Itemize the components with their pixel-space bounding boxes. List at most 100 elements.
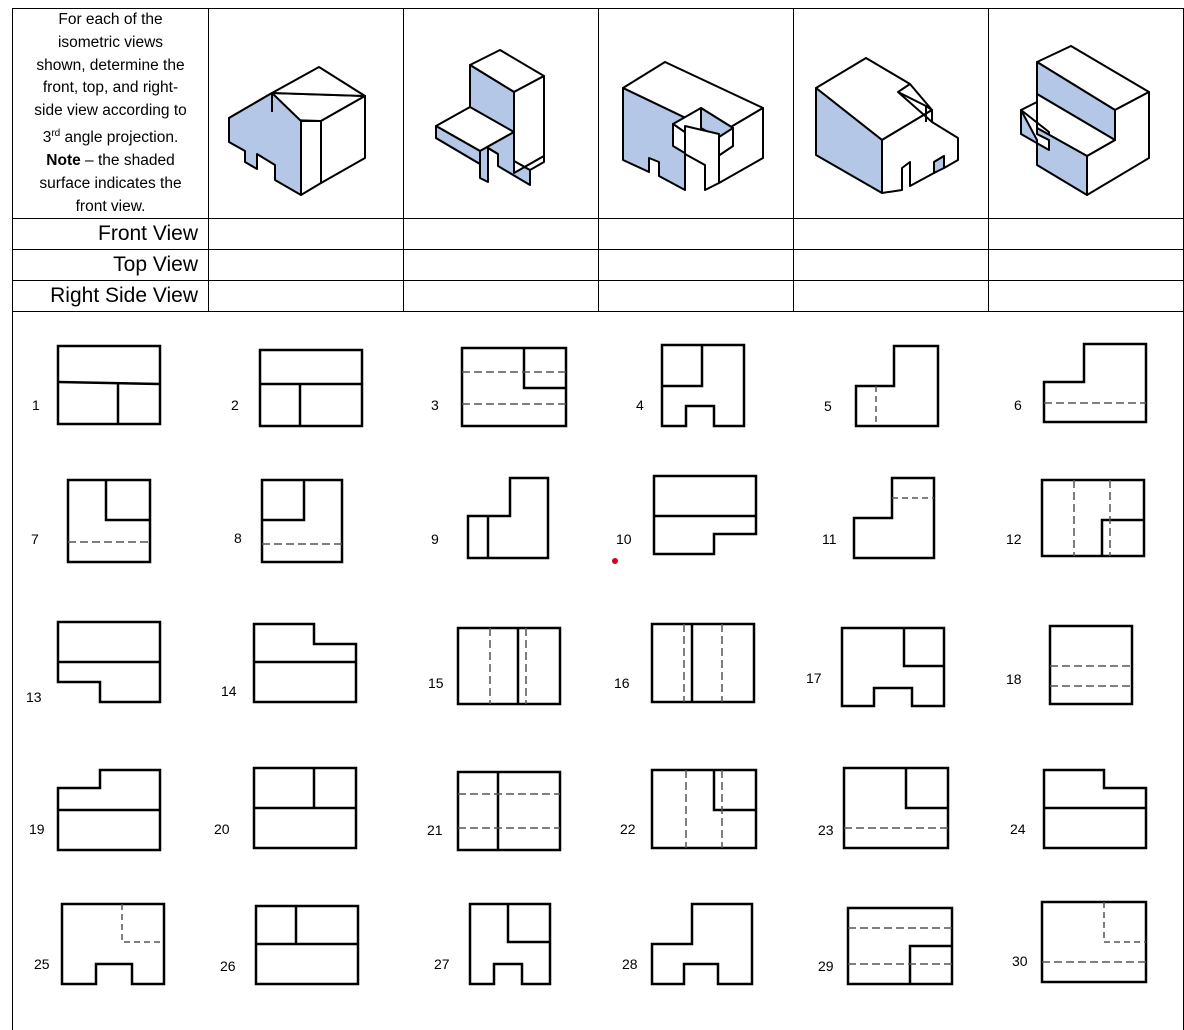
- option-figure-7[interactable]: [66, 478, 152, 564]
- option-figure-15[interactable]: [456, 626, 562, 706]
- isometric-cell-3: [598, 7, 794, 220]
- answer-cell[interactable]: [988, 280, 1184, 313]
- option-number: 5: [824, 398, 832, 414]
- option-figure-17[interactable]: [840, 626, 946, 708]
- instructions-line: side view according to: [34, 102, 187, 120]
- option-figure-11[interactable]: [852, 476, 936, 560]
- option-figure-9[interactable]: [466, 476, 550, 560]
- option-number: 25: [34, 956, 50, 972]
- option-number: 8: [234, 530, 242, 546]
- option-figure-25[interactable]: [60, 902, 166, 986]
- row-label-top-view: Top View: [12, 249, 209, 282]
- answer-cell[interactable]: [793, 249, 989, 282]
- instructions-line: surface indicates the: [39, 174, 182, 192]
- option-number: 3: [431, 397, 439, 413]
- isometric-cell-2: [403, 7, 599, 220]
- answer-cell[interactable]: [598, 280, 794, 313]
- option-figure-16[interactable]: [650, 622, 756, 704]
- instructions-line: shown, determine the: [36, 56, 185, 74]
- answer-cell[interactable]: [598, 218, 794, 251]
- option-number: 10: [616, 531, 632, 547]
- option-figure-19[interactable]: [56, 768, 162, 852]
- answer-cell[interactable]: [988, 249, 1184, 282]
- answer-cell[interactable]: [598, 249, 794, 282]
- answer-table: For each of the isometric views shown, d…: [12, 7, 1184, 313]
- option-number: 24: [1010, 821, 1026, 837]
- option-figure-18[interactable]: [1048, 624, 1134, 706]
- isometric-cell-4: [793, 7, 989, 220]
- option-number: 16: [614, 675, 630, 691]
- option-figure-20[interactable]: [252, 766, 358, 850]
- option-number: 12: [1006, 531, 1022, 547]
- option-figure-28[interactable]: [650, 902, 754, 986]
- option-figure-21[interactable]: [456, 770, 562, 852]
- option-number: 2: [231, 397, 239, 413]
- option-figure-23[interactable]: [842, 766, 950, 850]
- isometric-object-2: [435, 49, 545, 187]
- option-figure-13[interactable]: [56, 620, 162, 704]
- option-figure-10[interactable]: [652, 474, 758, 556]
- isometric-object-5: [1020, 45, 1150, 197]
- option-number: 27: [434, 956, 450, 972]
- isometric-cell-5: [988, 7, 1184, 220]
- answer-cell[interactable]: [208, 218, 404, 251]
- option-figure-4[interactable]: [660, 343, 746, 428]
- answer-cell[interactable]: [988, 218, 1184, 251]
- instructions-line: front view.: [75, 197, 146, 215]
- option-figure-26[interactable]: [254, 904, 360, 986]
- option-number: 15: [428, 675, 444, 691]
- instructions-line: angle projection.: [60, 129, 179, 147]
- isometric-object-1: [228, 66, 366, 197]
- option-number: 4: [636, 397, 644, 413]
- option-number: 14: [221, 683, 237, 699]
- options-drawing: [56, 342, 1148, 986]
- note-label: Note: [46, 151, 81, 169]
- instructions-line: – the shaded: [80, 151, 175, 169]
- isometric-object-3: [622, 61, 764, 192]
- answer-cell[interactable]: [208, 280, 404, 313]
- option-figure-29[interactable]: [846, 906, 954, 986]
- option-number: 22: [620, 821, 636, 837]
- option-number: 28: [622, 956, 638, 972]
- ordinal-number: 3: [42, 129, 52, 147]
- option-figure-1[interactable]: [56, 344, 162, 426]
- option-figure-8[interactable]: [260, 478, 344, 564]
- option-number: 1: [32, 397, 40, 413]
- option-number: 9: [431, 531, 439, 547]
- option-number: 17: [806, 670, 822, 686]
- instructions-line: isometric views: [57, 33, 164, 51]
- option-number: 19: [29, 821, 45, 837]
- option-number: 7: [31, 531, 39, 547]
- option-figure-22[interactable]: [650, 768, 758, 850]
- option-number: 13: [26, 689, 42, 705]
- option-figure-27[interactable]: [468, 902, 552, 986]
- option-number: 26: [220, 958, 236, 974]
- option-figure-24[interactable]: [1042, 768, 1148, 850]
- option-figure-3[interactable]: [460, 346, 568, 428]
- option-number: 30: [1012, 953, 1028, 969]
- row-label-right-side-view: Right Side View: [12, 280, 209, 313]
- option-figure-30[interactable]: [1040, 900, 1148, 984]
- answer-cell[interactable]: [793, 280, 989, 313]
- option-number: 21: [427, 822, 443, 838]
- answer-cell[interactable]: [208, 249, 404, 282]
- option-number: 6: [1014, 397, 1022, 413]
- option-figure-12[interactable]: [1040, 478, 1146, 558]
- option-figure-14[interactable]: [252, 622, 358, 704]
- option-number: 18: [1006, 671, 1022, 687]
- option-figure-5[interactable]: [854, 344, 940, 428]
- option-figure-2[interactable]: [258, 348, 364, 428]
- instructions-line: For each of the: [58, 11, 163, 28]
- instructions-cell: For each of the isometric views shown, d…: [12, 7, 209, 220]
- answer-cell[interactable]: [793, 218, 989, 251]
- isometric-object-4: [815, 57, 959, 195]
- option-number: 23: [818, 822, 834, 838]
- cursor-dot: [612, 558, 618, 564]
- answer-cell[interactable]: [403, 218, 599, 251]
- answer-cell[interactable]: [403, 249, 599, 282]
- answer-cell[interactable]: [403, 280, 599, 313]
- worksheet: For each of the isometric views shown, d…: [12, 7, 1184, 1030]
- row-label-front-view: Front View: [12, 218, 209, 251]
- option-figure-6[interactable]: [1042, 342, 1148, 424]
- instructions-line: front, top, and right-: [42, 79, 179, 97]
